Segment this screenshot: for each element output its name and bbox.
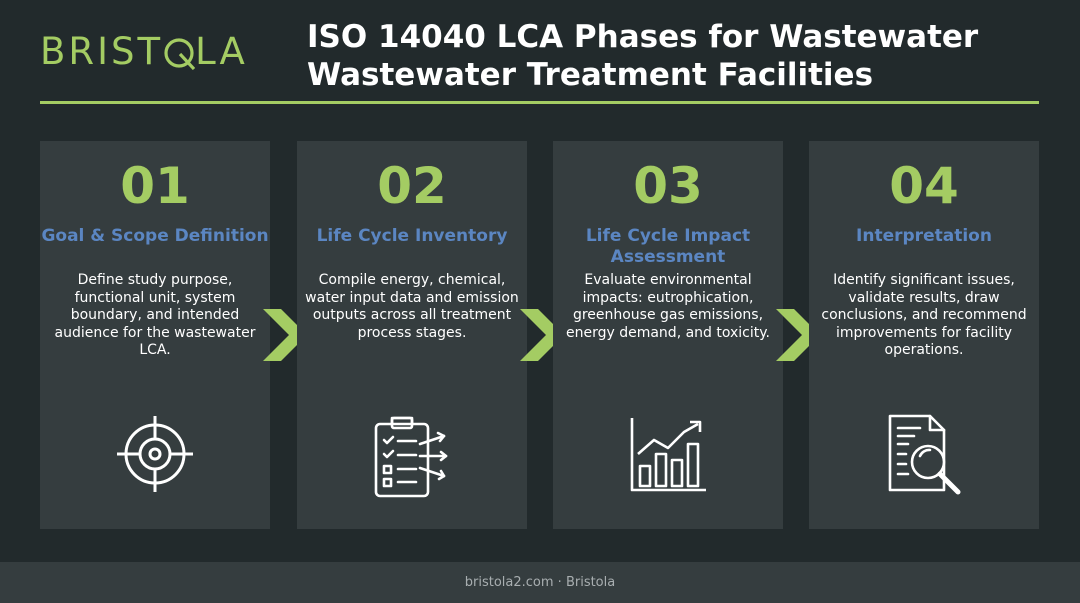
page-title-line1: ISO 14040 LCA Phases for Wastewater [307, 19, 979, 55]
phase-title-3: Life Cycle Impact Assessment [585, 226, 751, 267]
phase-title-2: Life Cycle Inventory [316, 226, 508, 246]
phase-description-2: Compile energy, chemical, water input da… [305, 272, 519, 341]
phase-description-3: Evaluate environmental impacts: eutrophi… [565, 272, 770, 341]
page-title: ISO 14040 LCA Phases for Wastewater Wast… [307, 18, 1047, 94]
phase-number-2: 02 [377, 157, 447, 215]
phase-card-2 [297, 141, 527, 529]
logo-text-left: BRIST [40, 30, 164, 73]
footer: bristola2.com · Bristola [0, 562, 1080, 603]
bar-chart-trend-icon [553, 414, 783, 504]
phase-title-1: Goal & Scope Definition [41, 226, 269, 246]
phase-number-1: 01 [120, 157, 190, 215]
header: BRIST LA ISO 14040 LCA Phases for Wastew… [0, 0, 1080, 110]
brand-logo[interactable]: BRIST LA [40, 30, 248, 74]
clipboard-checklist-icon [297, 414, 527, 504]
logo-o-icon [163, 30, 196, 74]
page-title-line2: Wastewater Treatment Facilities [307, 57, 874, 93]
footer-text[interactable]: bristola2.com · Bristola [464, 575, 616, 590]
phase-card-3 [553, 141, 783, 529]
phase-description-4: Identify significant issues, validate re… [821, 272, 1027, 358]
phase-title-4: Interpretation [856, 226, 992, 246]
document-magnifier-icon [809, 414, 1039, 504]
header-divider [40, 101, 1039, 104]
phase-number-3: 03 [633, 157, 703, 215]
phase-number-4: 04 [889, 157, 959, 215]
phase-card-1 [40, 141, 270, 529]
phase-description-1: Define study purpose, functional unit, s… [54, 272, 256, 358]
target-icon [40, 414, 270, 504]
logo-text-right: LA [195, 30, 248, 73]
